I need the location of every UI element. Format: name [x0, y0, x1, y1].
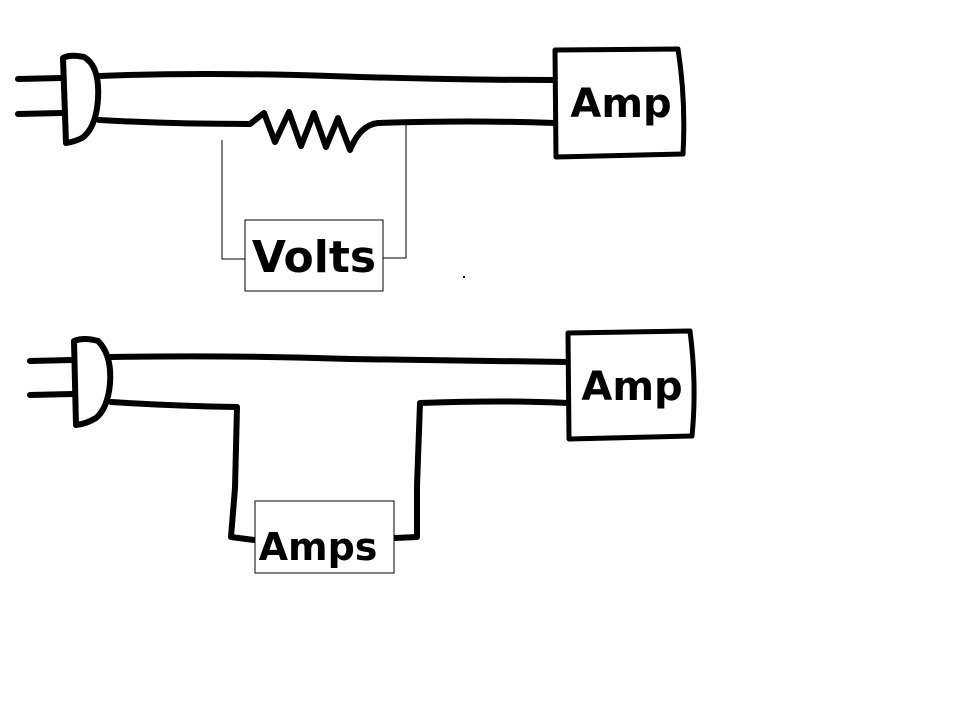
plug-prong-top-2: [27, 357, 75, 364]
amp-box-1: [552, 46, 687, 160]
wire-bottom-right-1: [375, 118, 558, 126]
wire-bottom-left-2: [108, 399, 257, 543]
voltmeter-diagram: Volts Amp: [15, 46, 687, 292]
amp-label-2: Amp: [581, 364, 682, 410]
plug-body-2: [71, 336, 114, 428]
wire-bottom-right-2: [392, 398, 571, 541]
wire-bottom-left-1: [96, 117, 253, 127]
ammeter-label: Amps: [259, 525, 378, 569]
wire-top-2: [108, 353, 571, 365]
wire-top-1: [96, 71, 558, 83]
stray-dot: [463, 276, 465, 278]
amp-label-1: Amp: [570, 81, 671, 127]
voltmeter-label: Volts: [252, 232, 376, 283]
voltmeter-box: [244, 219, 384, 292]
ammeter-diagram: Amps Amp: [27, 328, 697, 574]
plug-prong-top-1: [15, 75, 65, 82]
plug-body-1: [60, 52, 102, 146]
amp-box-2: [565, 328, 697, 442]
volt-lead-right: [383, 124, 407, 259]
ammeter-box: [254, 500, 395, 574]
volt-lead-left: [221, 140, 245, 260]
plug-prong-bottom-2: [27, 391, 75, 398]
plug-prong-bottom-1: [15, 110, 65, 117]
resistor-symbol: [247, 109, 381, 153]
